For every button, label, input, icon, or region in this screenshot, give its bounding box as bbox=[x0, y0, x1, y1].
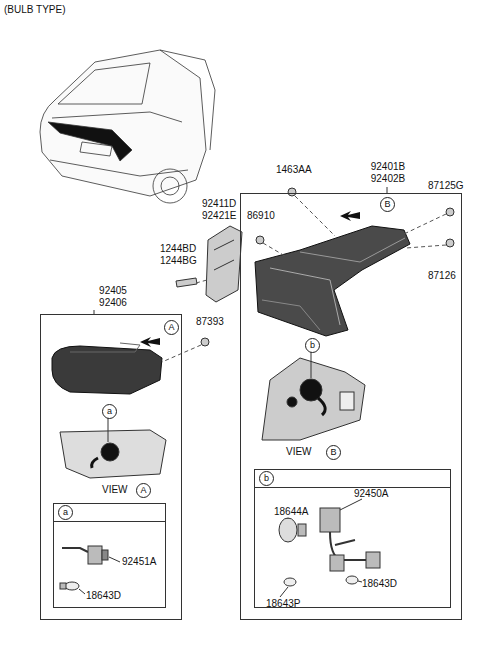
inner-lamp-back bbox=[60, 418, 166, 478]
callout-number: 92411D bbox=[202, 198, 236, 210]
callout-number: 92450A bbox=[354, 488, 388, 500]
callout-number: 1463AA bbox=[276, 164, 312, 176]
part-number: 92401B 92402B bbox=[365, 161, 411, 185]
callout-number: 1244BG bbox=[160, 255, 197, 267]
fasteners bbox=[176, 188, 454, 346]
part-number: 92405 92406 bbox=[94, 285, 132, 309]
view-letter: A bbox=[136, 483, 151, 498]
callout-number: 18643D bbox=[86, 590, 121, 602]
callout-number: 92421E bbox=[202, 210, 236, 222]
view-letter: a bbox=[102, 404, 117, 419]
callout-number: 18643D bbox=[362, 578, 397, 590]
callout-number: 86910 bbox=[247, 210, 275, 222]
detail-header bbox=[255, 470, 450, 488]
callout-number: (BULB TYPE) bbox=[4, 4, 66, 16]
callout-number: VIEW bbox=[286, 446, 312, 458]
outer-lamp bbox=[255, 211, 410, 336]
assembly-box: 92405 92406a bbox=[40, 314, 182, 620]
assembly-box: 92401B 92402Bb bbox=[240, 193, 462, 620]
view-letter: B bbox=[326, 445, 341, 460]
inner-lamp bbox=[52, 337, 162, 394]
callout-number: 87125G bbox=[428, 180, 464, 192]
view-letter: B bbox=[380, 197, 395, 212]
detail-letter: b bbox=[259, 471, 274, 486]
detail-letter: a bbox=[58, 505, 73, 520]
view-letter: b bbox=[305, 338, 320, 353]
view-letter: A bbox=[164, 320, 179, 335]
car-outline bbox=[40, 50, 215, 203]
callout-number: VIEW bbox=[102, 484, 128, 496]
callout-number: 1244BD bbox=[160, 243, 196, 255]
callout-number: 87126 bbox=[428, 270, 456, 282]
callout-number: 18644A bbox=[274, 506, 308, 518]
leader-lines bbox=[162, 196, 446, 362]
detail-box: b bbox=[254, 469, 451, 608]
outer-lamp-back bbox=[262, 351, 365, 440]
callout-number: 18643P bbox=[266, 598, 300, 610]
callout-number: 87393 bbox=[196, 316, 224, 328]
detail-a-parts bbox=[60, 546, 120, 594]
callout-number: 92451A bbox=[122, 556, 156, 568]
